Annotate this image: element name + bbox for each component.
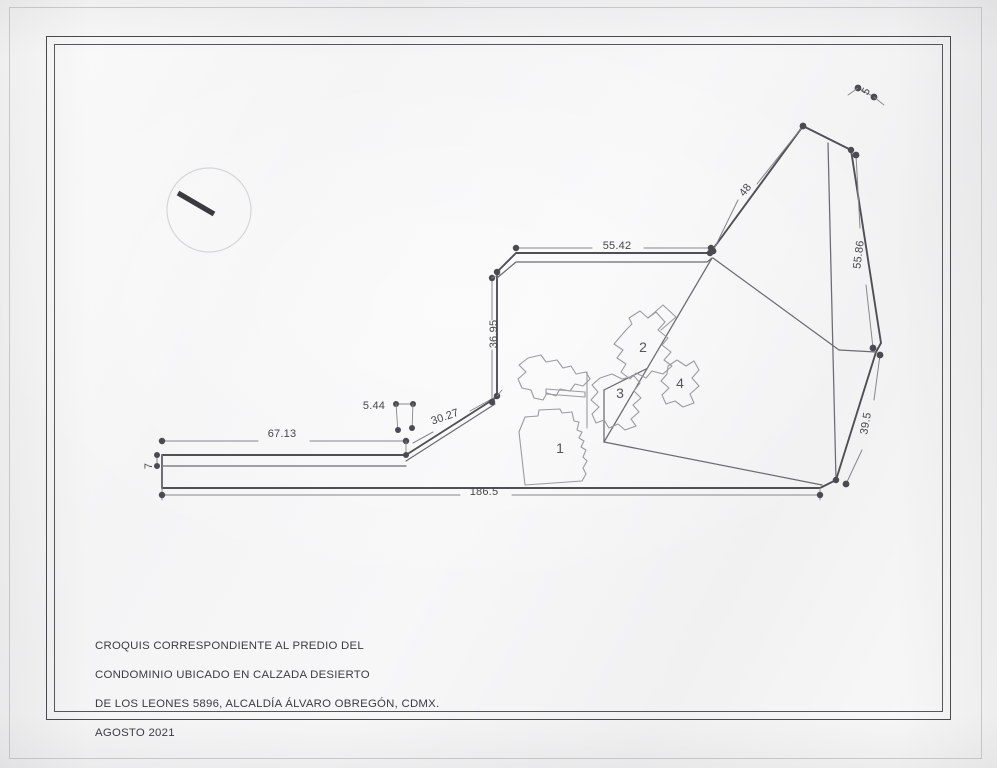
dim-30-27: 30.27 <box>430 407 461 428</box>
caption-line-1: CROQUIS CORRESPONDIENTE AL PREDIO DEL <box>95 639 364 652</box>
dim-55-42: 55.42 <box>603 240 632 252</box>
dimension-5 <box>847 84 885 106</box>
dimension-5-44 <box>393 401 416 433</box>
building-label-3: 3 <box>616 385 624 401</box>
caption-line-3: DE LOS LEONES 5896, ALCALDÍA ÁLVARO OBRE… <box>95 697 440 710</box>
building-label-4: 4 <box>676 375 684 391</box>
property-boundary <box>161 125 882 489</box>
dim-7: 7 <box>143 463 155 469</box>
drawing-frame-outer <box>46 36 951 720</box>
caption-line-4: AGOSTO 2021 <box>95 727 175 740</box>
dim-5-44: 5.44 <box>363 400 385 412</box>
dim-5: 5 <box>860 86 874 97</box>
dim-67-13: 67.13 <box>268 428 297 440</box>
building-label-2: 2 <box>639 339 647 355</box>
dimension-labels: 186.567.135.4430.2736.9555.4248555.8639.… <box>143 86 874 498</box>
dimension-186-5 <box>158 454 824 501</box>
dim-186-5: 186.5 <box>470 486 499 498</box>
building-labels: 1 2 3 4 <box>556 339 684 456</box>
interior-lot-lines <box>603 142 877 486</box>
building-footprint-4 <box>660 359 700 408</box>
dimension-48 <box>709 122 807 255</box>
dimension-7 <box>154 452 160 469</box>
building-footprint-1 <box>518 408 588 486</box>
dim-36-95: 36.95 <box>488 320 500 349</box>
paper-edge <box>9 7 982 759</box>
building-footprint-3 <box>590 373 642 431</box>
dimension-39-5 <box>842 351 884 488</box>
drawing-frame-inner <box>54 44 943 712</box>
north-arrow-icon <box>166 167 252 253</box>
dim-55-86: 55.86 <box>851 240 866 270</box>
dimension-36-95 <box>488 273 501 406</box>
dimension-55-86 <box>852 151 877 352</box>
boundary-vertex-markers <box>403 146 855 484</box>
building-footprint-2 <box>613 304 677 380</box>
dimension-67-13 <box>158 437 410 457</box>
caption-line-2: CONDOMINIO UBICADO EN CALZADA DESIERTO <box>95 668 370 681</box>
dim-39-5: 39.5 <box>858 411 874 435</box>
boundary-inner-offset <box>161 257 713 467</box>
title-block-caption: CROQUIS CORRESPONDIENTE AL PREDIO DEL CO… <box>95 624 575 755</box>
building-label-1: 1 <box>556 440 564 456</box>
building-annex-connector <box>517 354 591 429</box>
